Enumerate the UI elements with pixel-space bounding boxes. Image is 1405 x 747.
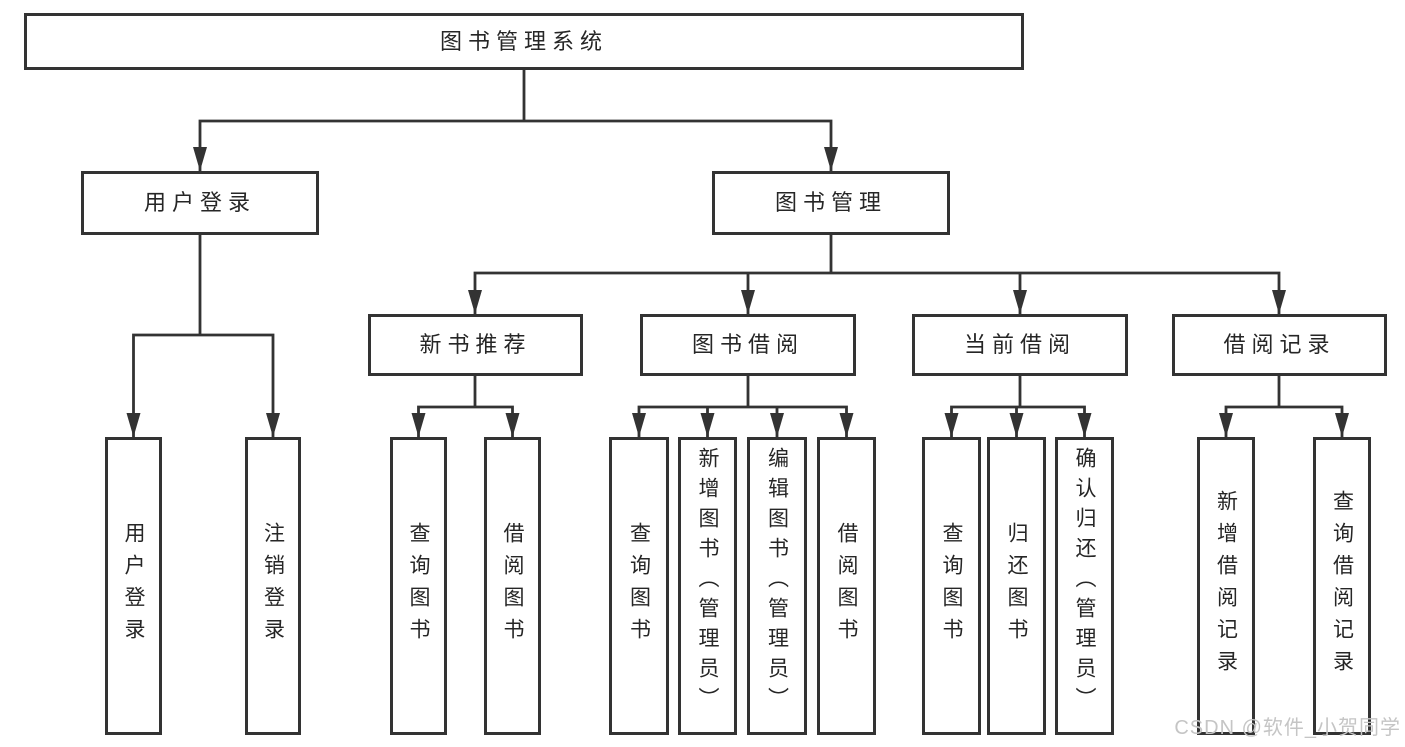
node-label: 用户登录: [122, 522, 145, 650]
leaf-current-query-books: 查询图书: [922, 437, 981, 735]
leaf-borrow-edit-books: 编辑图书（管理员）: [747, 437, 807, 735]
node-label: 借阅图书: [501, 522, 524, 650]
node-label: 新增借阅记录: [1214, 490, 1238, 682]
connector-bookmgmt-split: [468, 271, 1286, 314]
leaf-records-query-record: 查询借阅记录: [1313, 437, 1371, 735]
node-book-borrow: 图书借阅: [640, 314, 856, 376]
node-label: 借阅记录: [1223, 332, 1336, 357]
node-label: 查询图书: [627, 522, 651, 650]
node-label: 新书推荐: [419, 332, 532, 357]
node-new-book-recommend: 新书推荐: [368, 314, 583, 376]
connector-current-split: [944, 405, 1092, 437]
node-label: 借阅图书: [835, 522, 858, 650]
node-label: 当前借阅: [963, 332, 1076, 357]
leaf-current-confirm-return: 确认归还（管理员）: [1055, 437, 1114, 735]
leaf-recommend-borrow-books: 借阅图书: [484, 437, 541, 735]
node-label: 归还图书: [1005, 522, 1028, 650]
leaf-user-login: 用户登录: [105, 437, 162, 735]
node-label: 图书管理系统: [439, 28, 608, 54]
node-current-borrow: 当前借阅: [912, 314, 1128, 376]
leaf-borrow-add-books: 新增图书（管理员）: [678, 437, 737, 735]
leaf-recommend-query-books: 查询图书: [390, 437, 447, 735]
csdn-watermark: CSDN @软件_小贺同学: [1174, 717, 1401, 739]
connector-userlogin-split: [126, 333, 280, 437]
leaf-borrow-borrow-books: 借阅图书: [817, 437, 876, 735]
node-label: 图书借阅: [691, 332, 804, 357]
node-label: 注销登录: [261, 522, 285, 650]
node-user-login: 用户登录: [81, 171, 319, 235]
node-book-management: 图书管理: [712, 171, 950, 235]
node-label: 新增图书（管理员）: [696, 447, 719, 717]
node-label: 查询图书: [940, 522, 963, 650]
leaf-logout: 注销登录: [245, 437, 301, 735]
connector-borrow-split: [632, 405, 854, 437]
node-label: 图书管理: [774, 190, 887, 215]
connector-recommend-split: [411, 405, 520, 437]
connector-records-split: [1219, 405, 1349, 437]
node-label: 查询借阅记录: [1330, 490, 1354, 682]
leaf-current-return-books: 归还图书: [987, 437, 1046, 735]
node-root: 图书管理系统: [24, 13, 1024, 70]
node-label: 查询图书: [407, 522, 430, 650]
leaf-borrow-query-books: 查询图书: [609, 437, 669, 735]
connector-root-split: [193, 119, 838, 171]
node-label: 编辑图书（管理员）: [765, 447, 789, 717]
leaf-records-add-record: 新增借阅记录: [1197, 437, 1255, 735]
node-label: 确认归还（管理员）: [1073, 447, 1096, 717]
node-borrow-records: 借阅记录: [1172, 314, 1387, 376]
node-label: 用户登录: [143, 190, 256, 215]
